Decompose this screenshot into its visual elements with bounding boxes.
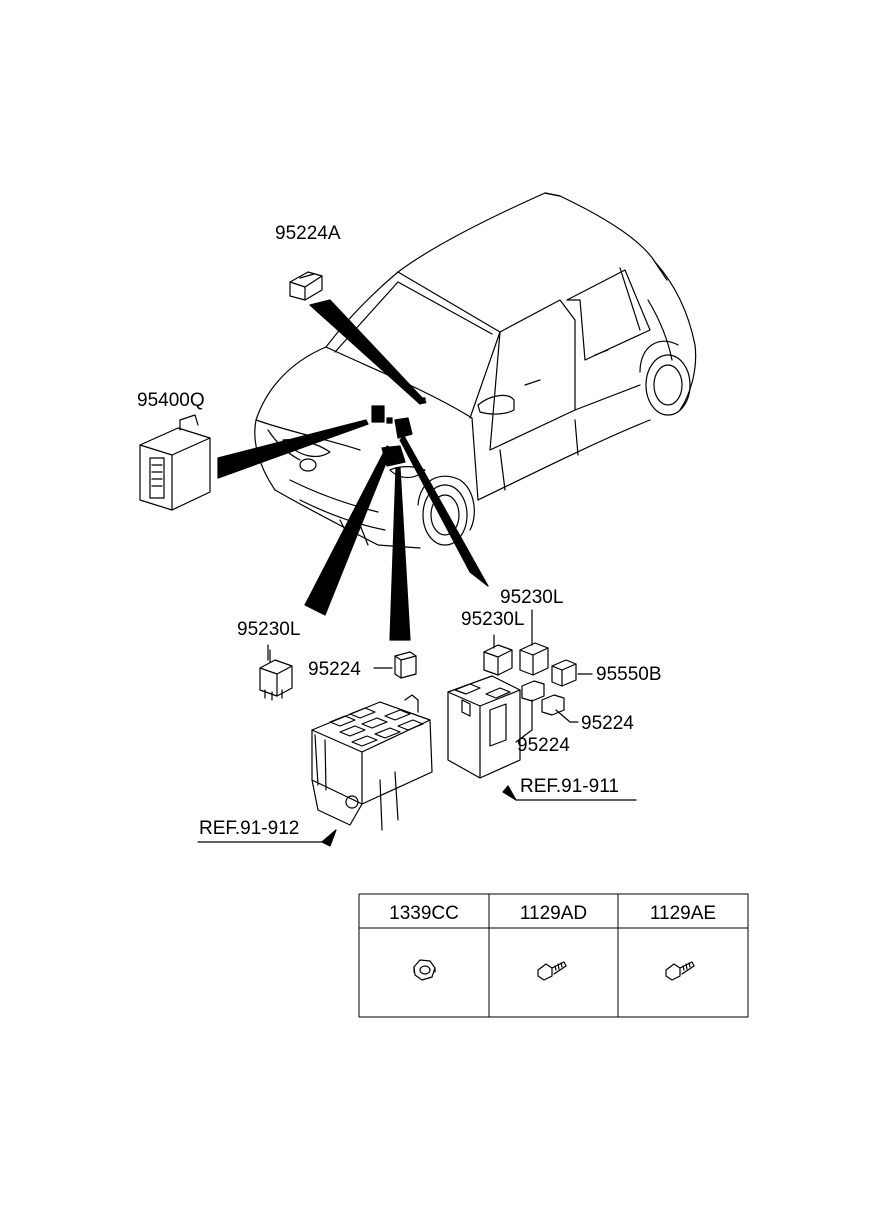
bolt-icon: [665, 961, 695, 981]
label-leaders: [197, 609, 637, 843]
label-95224-lower: 95224: [517, 735, 570, 756]
label-95224-mid: 95224: [308, 659, 361, 680]
reference-arrows: [321, 785, 517, 847]
hardware-table-grid: [358, 893, 749, 1018]
part-95230L-left-drawing: [259, 649, 293, 701]
label-95400Q: 95400Q: [137, 390, 205, 411]
car-illustration: [254, 192, 697, 549]
fuse-box-911-drawing: [447, 675, 521, 779]
label-ref-91-912: REF.91-912: [199, 818, 300, 839]
label-95230L-left: 95230L: [237, 619, 301, 640]
fuse-box-912-drawing: [311, 694, 433, 831]
bolt-icon: [537, 961, 567, 981]
nut-icon: [413, 959, 436, 981]
car-relay-marks: [371, 397, 426, 467]
label-ref-91-911: REF.91-911: [520, 776, 619, 797]
label-95224A: 95224A: [275, 223, 341, 244]
table-header-1129AD: 1129AD: [519, 903, 588, 924]
label-95550B: 95550B: [596, 664, 662, 685]
table-header-1339CC: 1339CC: [389, 903, 459, 924]
part-95400Q-drawing: [139, 414, 211, 511]
table-header-1129AE: 1129AE: [649, 903, 717, 924]
leader-wedges: [217, 299, 489, 641]
label-95224-right: 95224: [581, 713, 634, 734]
part-95224A-drawing: [289, 271, 323, 301]
label-95230L-right-top: 95230L: [500, 587, 564, 608]
part-95224-mid-drawing: [394, 651, 417, 679]
part-right-relays-drawing: [483, 642, 577, 716]
label-95230L-right: 95230L: [461, 609, 525, 630]
